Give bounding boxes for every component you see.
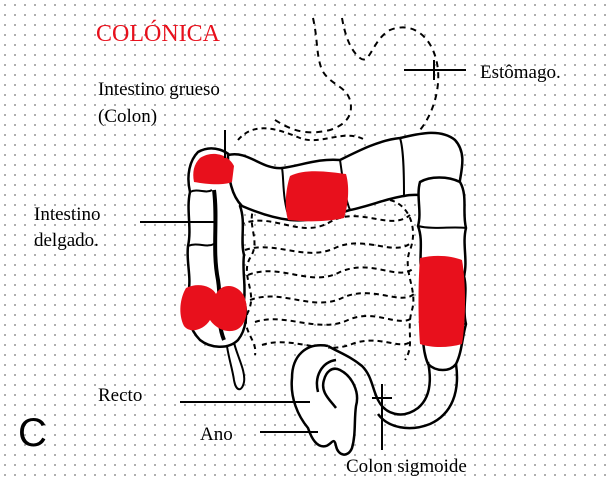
label-colon-sigmoide: Colon sigmoide [346, 456, 467, 477]
stomach-outline [272, 18, 438, 132]
label-colon: (Colon) [98, 106, 157, 127]
label-estomago: Estômago. [480, 62, 561, 83]
panel-letter: C [18, 411, 47, 455]
highlight-ascending [180, 285, 246, 331]
highlight-transverse [286, 171, 348, 221]
label-intestino: Intestino [34, 204, 101, 225]
highlight-descending [419, 256, 466, 347]
label-recto: Recto [98, 385, 142, 406]
rectum-anus [292, 345, 357, 454]
label-delgado: delgado. [34, 230, 99, 251]
label-ano: Ano [200, 424, 233, 445]
diagram-title: COLÓNICA [96, 20, 221, 47]
label-intestino-grueso: Intestino grueso [98, 79, 220, 100]
